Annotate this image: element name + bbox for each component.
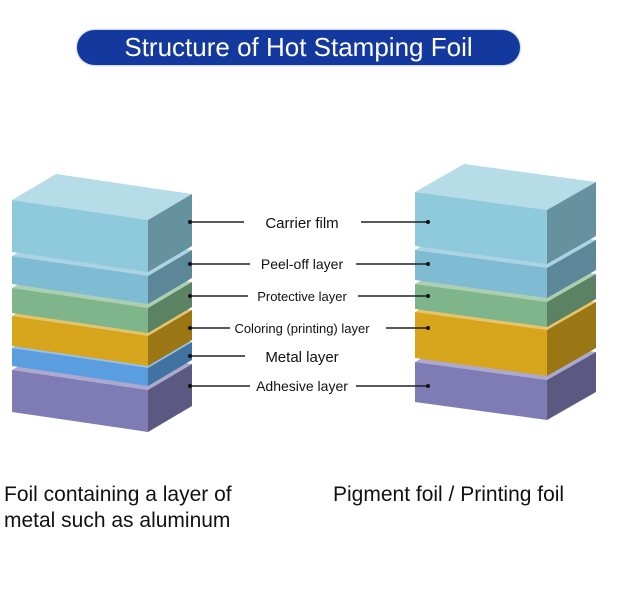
protective-layer-front <box>415 284 547 327</box>
carrier-film-front <box>12 200 148 272</box>
metal-foil-caption: Foil containing a layer of metal such as… <box>4 482 232 534</box>
label-metal-layer: Metal layer <box>265 349 338 366</box>
coloring-printing-layer-side <box>148 310 192 366</box>
pigment-foil-caption: Pigment foil / Printing foil <box>333 483 565 506</box>
peel-off-layer-side <box>148 250 192 304</box>
protective-layer-side <box>148 282 192 333</box>
carrier-film-side <box>547 182 596 264</box>
leader-dot <box>426 220 430 224</box>
carrier-film-top <box>415 164 596 210</box>
peel-off-layer-side <box>547 240 596 298</box>
leader-dot <box>426 294 430 298</box>
label-carrier-film: Carrier film <box>265 215 338 232</box>
label-adhesive-layer: Adhesive layer <box>256 378 348 394</box>
metal-layer-side <box>148 342 192 386</box>
metal-layer-front <box>12 348 148 386</box>
leader-dot <box>426 384 430 388</box>
caption-line-1: Foil containing a layer of <box>4 483 232 506</box>
label-protective-layer: Protective layer <box>257 289 347 304</box>
peel-off-layer-front <box>12 256 148 304</box>
leader-dot <box>188 262 192 266</box>
protective-layer-side <box>547 274 596 327</box>
leader-dot <box>426 326 430 330</box>
protective-layer-front <box>12 288 148 333</box>
carrier-film-front <box>415 192 547 264</box>
diagram-title: Structure of Hot Stamping Foil <box>77 30 520 65</box>
coloring-printing-layer-side <box>547 302 596 376</box>
carrier-film-side <box>148 194 192 272</box>
leader-dot <box>188 220 192 224</box>
pigment-foil-block <box>415 164 596 420</box>
peel-off-layer-front <box>415 250 547 298</box>
carrier-film-top <box>12 174 192 220</box>
label-coloring-layer: Coloring (printing) layer <box>234 321 370 336</box>
leader-dot <box>188 326 192 330</box>
leader-dot <box>188 384 192 388</box>
adhesive-layer-front <box>12 370 148 432</box>
adhesive-layer-front <box>415 362 547 420</box>
adhesive-layer-side <box>547 352 596 420</box>
coloring-printing-layer-front <box>12 316 148 366</box>
leader-dot <box>426 262 430 266</box>
leader-lines <box>188 220 430 388</box>
metal-foil-block <box>12 174 192 432</box>
leader-dot <box>188 354 192 358</box>
leader-dot <box>188 294 192 298</box>
label-peel-off-layer: Peel-off layer <box>261 256 344 272</box>
coloring-printing-layer-front <box>415 312 547 376</box>
adhesive-layer-side <box>148 364 192 432</box>
caption-line-2: metal such as aluminum <box>4 509 231 532</box>
